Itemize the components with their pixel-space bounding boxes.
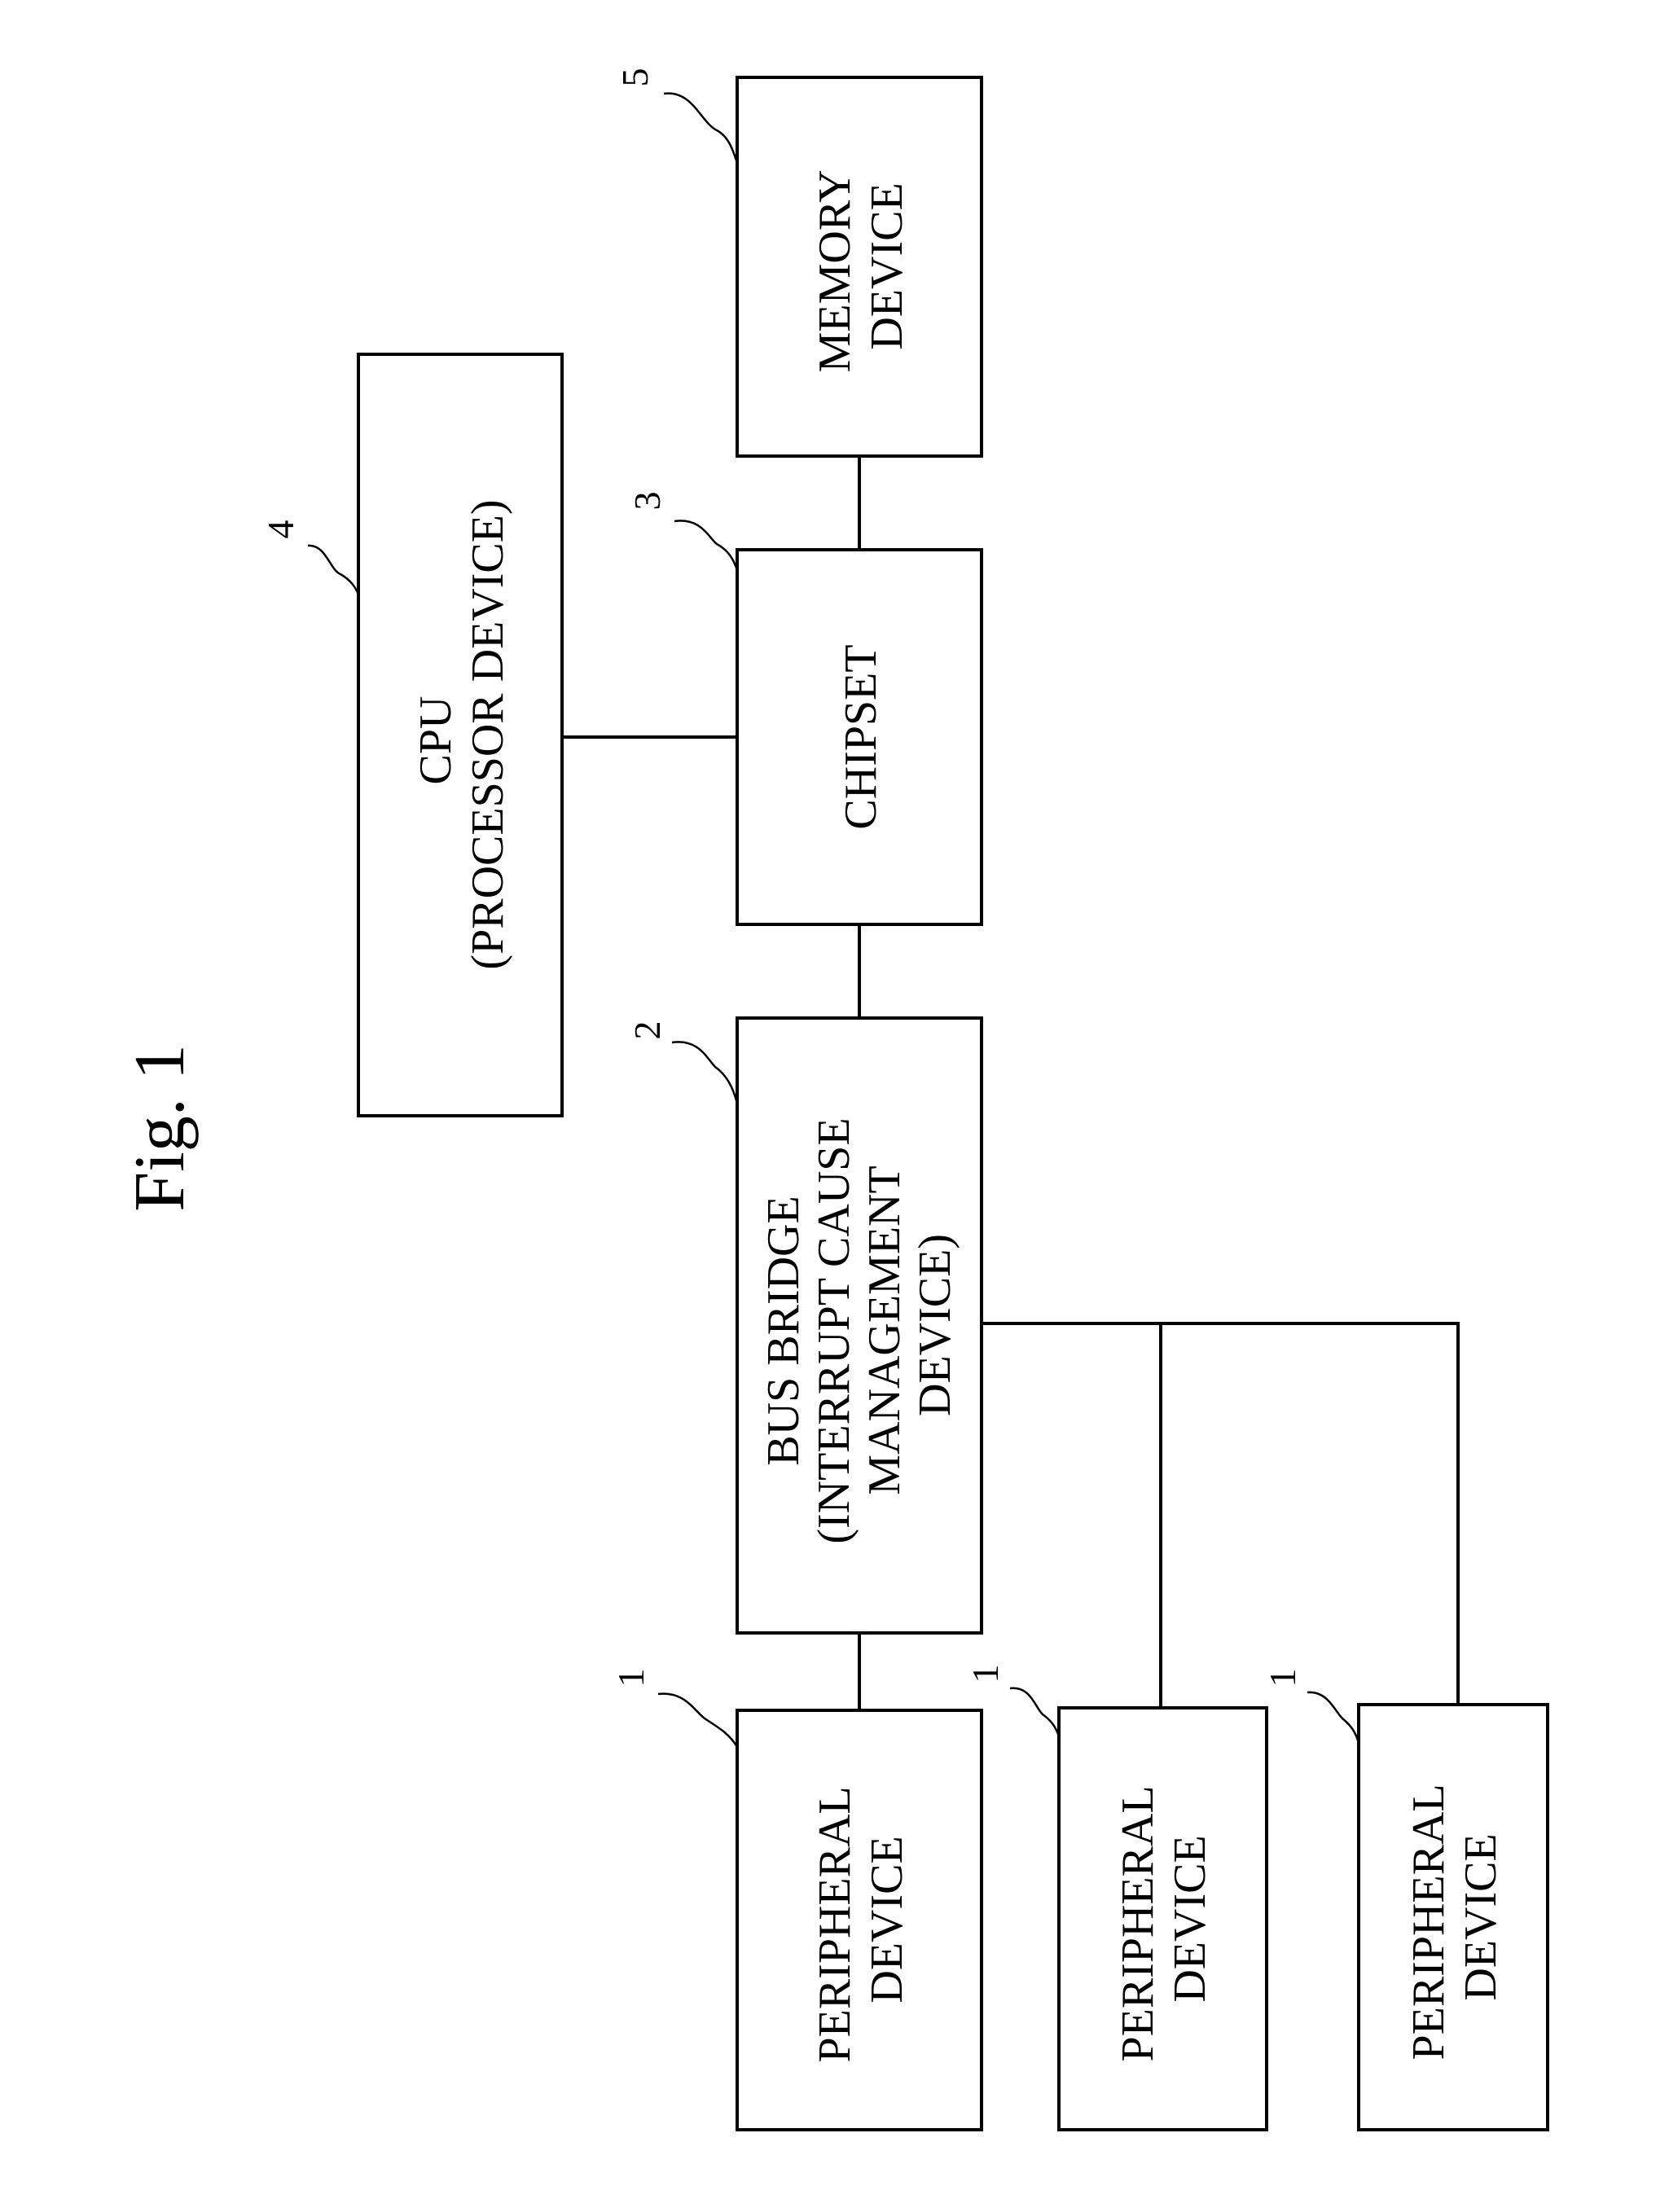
memory-device-leader [664,94,737,163]
cpu-label-line-1: CPU [411,696,461,785]
bus-bridge-block: BUS BRIDGE (INTERRUPT CAUSE MANAGEMENT D… [626,1018,982,1633]
peripheral-device-2-line-2: DEVICE [1165,1835,1215,2002]
figure-title: Fig. 1 [121,1044,200,1211]
cpu-leader [308,546,358,595]
peripheral-device-3-line-1: PERIPHERAL [1403,1785,1454,2060]
memory-device-label-line-2: DEVICE [862,182,912,349]
peripheral-device-leader-3 [1307,1692,1359,1743]
peripheral-device-ref-3: 1 [1262,1669,1303,1688]
cpu-label-line-2: (PROCESSOR DEVICE) [463,499,513,969]
peripheral-device-block: PERIPHERAL DEVICE 1 [1262,1669,1548,2131]
peripheral-device-block: PERIPHERAL DEVICE 1 [610,1669,982,2131]
memory-device-label-line-1: MEMORY [810,170,860,372]
peripheral-device-leader-1 [658,1694,737,1747]
chipset-block: CHIPSET 3 [626,492,982,925]
bus-bridge-label-line-3: MANAGEMENT [859,1165,910,1494]
chipset-label: CHIPSET [836,644,886,829]
peripheral-device-3-line-2: DEVICE [1456,1833,1506,2000]
peripheral-device-1-line-1: PERIPHERAL [810,1788,860,2062]
chipset-leader [674,520,737,570]
peripheral-device-ref-2: 1 [964,1665,1006,1683]
peripheral-device-block: PERIPHERAL DEVICE 1 [964,1665,1267,2131]
wire-bridge-bus [982,1323,1458,1705]
memory-device-block: MEMORY DEVICE 5 [614,68,982,457]
bus-bridge-leader [672,1042,737,1104]
chipset-ref: 3 [626,492,668,511]
cpu-block: CPU (PROCESSOR DEVICE) 4 [260,354,562,1116]
bus-bridge-label-line-4: DEVICE) [910,1234,960,1416]
peripheral-device-1-line-2: DEVICE [862,1836,912,2003]
bus-bridge-ref: 2 [626,1021,668,1040]
connections [562,456,1458,1710]
bus-bridge-label-line-1: BUS BRIDGE [758,1196,809,1465]
peripheral-device-2-line-1: PERIPHERAL [1113,1787,1163,2061]
peripheral-device-ref-1: 1 [610,1669,652,1688]
memory-device-ref: 5 [614,68,656,87]
bus-bridge-label-line-2: (INTERRUPT CAUSE [809,1117,859,1543]
cpu-ref: 4 [260,520,301,539]
peripheral-device-leader-2 [1010,1688,1059,1736]
